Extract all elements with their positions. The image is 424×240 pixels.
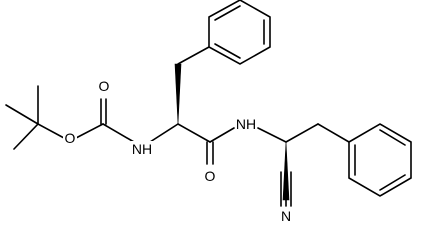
- bond-amide-nitrogen: [209, 127, 235, 143]
- bond-carbonyl-nitrogen: [102, 123, 135, 143]
- phenylalanine-residue: [149, 46, 235, 165]
- stereo-wedge-alpha-carbon: [174, 63, 182, 125]
- carbamate-oxygen-label: O: [99, 78, 110, 94]
- bond-benzyl-ring: [177, 46, 210, 65]
- bond-tbu-oxygen: [37, 123, 65, 139]
- carbamate-nitrogen-label: NH: [132, 141, 152, 157]
- phenyl-ring-upper: [208, 0, 271, 65]
- ester-oxygen-label: O: [65, 130, 76, 146]
- bond-oxygen-carbonyl: [75, 123, 104, 139]
- molecule-structure: O O NH O NH N: [5, 0, 412, 224]
- ring-upper-outline: [208, 0, 271, 65]
- boc-carbamate: [75, 98, 135, 143]
- bond-alpha-amide-carbon: [177, 123, 211, 143]
- bond-tbu-methyl-left: [5, 104, 39, 125]
- atom-labels: O O NH O NH N: [63, 78, 293, 224]
- bond-methylene-ring: [317, 123, 350, 143]
- nitrile-nitrogen-label: N: [281, 208, 291, 224]
- ring-lower-inner-bond-1: [379, 129, 406, 146]
- phenyl-ring-lower: [348, 123, 412, 197]
- amide-oxygen-label: O: [205, 168, 216, 184]
- bond-amide-nitrogen-carbon: [257, 127, 287, 143]
- tert-butyl-group: [5, 85, 65, 150]
- bond-tbu-methyl-bottom: [13, 123, 39, 150]
- ring-lower-inner-bond-3: [379, 174, 406, 191]
- bond-nitrogen-alpha-carbon: [149, 123, 179, 143]
- amide-nitrogen-label: NH: [236, 116, 256, 132]
- ring-upper-inner-bond-3: [214, 43, 241, 59]
- ring-lower-outline: [348, 123, 412, 197]
- bond-carbon-methylene: [285, 123, 319, 143]
- cyano-phenethyl-residue: [257, 123, 350, 207]
- ring-upper-inner-bond-1: [214, 5, 241, 21]
